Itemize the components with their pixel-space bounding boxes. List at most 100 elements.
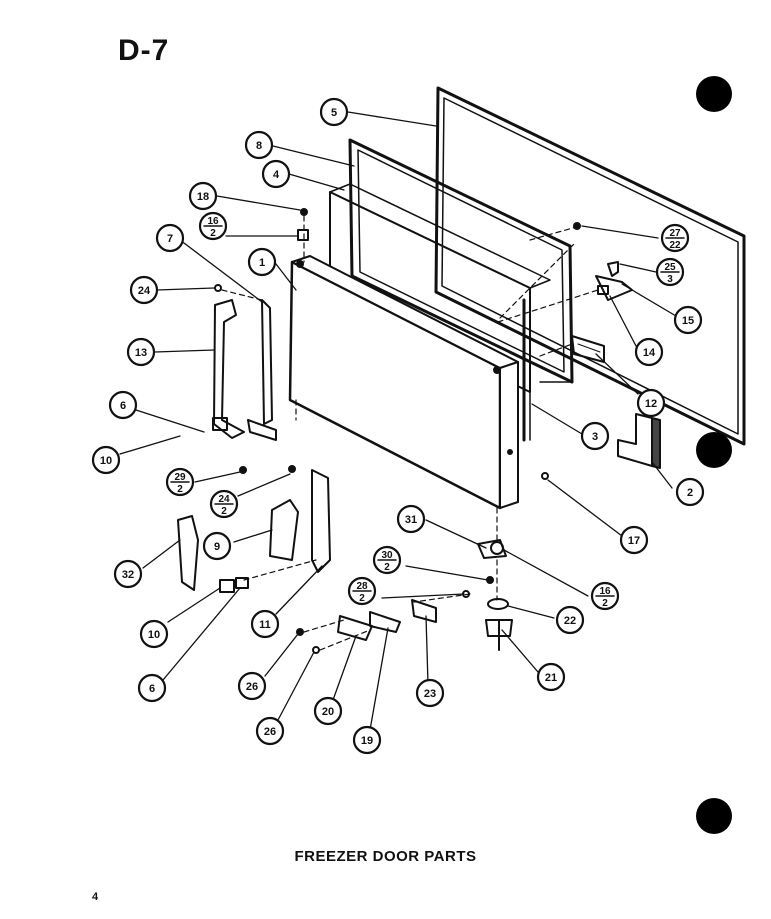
- callout-label: 15: [682, 315, 694, 327]
- callout-label: 30: [381, 550, 393, 561]
- callout-circle: [244, 130, 274, 160]
- door-gasket-part: [434, 86, 746, 446]
- callout-label: 4: [273, 169, 280, 181]
- lower-hinge-brackets-part: [337, 599, 437, 641]
- inner-door-panel-part: [329, 183, 551, 442]
- callout-2: 2: [675, 477, 705, 507]
- callout-24-2: 242: [209, 489, 239, 519]
- callout-circle: [619, 525, 649, 555]
- callout-label: 5: [331, 107, 337, 119]
- callout-24: 24: [129, 275, 159, 305]
- callout-label: 23: [424, 688, 436, 700]
- callout-label: 3: [592, 431, 598, 443]
- callout-16-2-bottom: 162: [590, 581, 620, 611]
- callout-label: 14: [643, 347, 656, 359]
- callout-label: 16: [599, 586, 611, 597]
- callout-label: 13: [135, 347, 147, 359]
- callout-circle: [396, 504, 426, 534]
- callout-26-a: 26: [237, 671, 267, 701]
- callout-label: 27: [669, 228, 681, 239]
- callout-8: 8: [244, 130, 274, 160]
- callout-circle: [139, 619, 169, 649]
- door-liner-frame-part: [348, 138, 574, 384]
- binder-hole-middle: [696, 432, 732, 468]
- callout-9: 9: [202, 531, 232, 561]
- callout-label: 19: [361, 735, 373, 747]
- callout-circle: [555, 605, 585, 635]
- side-bracket-part: [212, 299, 277, 441]
- callout-label: 11: [259, 619, 271, 631]
- binder-hole-top: [696, 76, 732, 112]
- bottom-hinge-part: [477, 539, 513, 651]
- callouts: 5841816271241361029224227222531514123217…: [91, 97, 705, 755]
- callout-10-bottom: 10: [139, 619, 169, 649]
- callout-label: 21: [545, 672, 557, 684]
- callout-label: 2: [177, 484, 183, 495]
- callout-circle: [155, 223, 185, 253]
- callout-circle: [188, 181, 218, 211]
- callout-label: 6: [120, 400, 126, 412]
- screws: [214, 208, 619, 654]
- callout-5: 5: [319, 97, 349, 127]
- callout-circle: [536, 662, 566, 692]
- callout-circle: [250, 609, 280, 639]
- lower-strip-part: [571, 335, 605, 363]
- callout-circle: [137, 673, 167, 703]
- callout-15: 15: [673, 305, 703, 335]
- callout-21: 21: [536, 662, 566, 692]
- upper-hinge-plate-part: [595, 275, 633, 301]
- callout-16-2-top: 162: [198, 211, 228, 241]
- callout-label: 31: [405, 514, 417, 526]
- callout-circle: [108, 390, 138, 420]
- callout-13: 13: [126, 337, 156, 367]
- callout-19: 19: [352, 725, 382, 755]
- callout-12: 12: [636, 388, 666, 418]
- callout-label: 2: [210, 228, 216, 239]
- diagram-title: FREEZER DOOR PARTS: [294, 848, 477, 865]
- callout-label: 18: [197, 191, 209, 203]
- door-handle-part: [177, 469, 331, 593]
- callout-circle: [415, 678, 445, 708]
- callout-circle: [202, 531, 232, 561]
- callout-20: 20: [313, 696, 343, 726]
- callout-circle: [255, 716, 285, 746]
- callout-label: 1: [259, 257, 265, 269]
- callout-14: 14: [634, 337, 664, 367]
- callout-label: 8: [256, 140, 262, 152]
- corner-bracket-part: [617, 413, 661, 469]
- alignment-lines: [221, 215, 599, 651]
- callout-label: 7: [167, 233, 173, 245]
- callout-label: 24: [218, 494, 230, 505]
- callout-label: 2: [359, 593, 365, 604]
- callout-circle: [237, 671, 267, 701]
- callout-29-2: 292: [165, 467, 195, 497]
- callout-circle: [319, 97, 349, 127]
- callout-circle: [634, 337, 664, 367]
- callout-10-left: 10: [91, 445, 121, 475]
- callout-1: 1: [247, 247, 277, 277]
- callout-label: 20: [322, 706, 334, 718]
- callout-label: 9: [214, 541, 220, 553]
- callout-label: 3: [667, 274, 673, 285]
- callout-label: 25: [664, 262, 676, 273]
- callout-7: 7: [155, 223, 185, 253]
- callout-label: 2: [687, 487, 693, 499]
- callout-6-bottom: 6: [137, 673, 167, 703]
- callout-23: 23: [415, 678, 445, 708]
- callout-label: 26: [246, 681, 258, 693]
- callout-label: 2: [602, 598, 608, 609]
- page-label: D-7: [118, 34, 170, 67]
- callout-label: 16: [207, 216, 219, 227]
- callout-circle: [673, 305, 703, 335]
- callout-circle: [247, 247, 277, 277]
- callout-circle: [313, 696, 343, 726]
- callout-18: 18: [188, 181, 218, 211]
- callout-circle: [580, 421, 610, 451]
- callout-circle: [352, 725, 382, 755]
- outer-door-panel-part: [288, 255, 519, 510]
- callout-label: 17: [628, 535, 640, 547]
- callout-30-2: 302: [372, 545, 402, 575]
- callout-label: 10: [100, 455, 112, 467]
